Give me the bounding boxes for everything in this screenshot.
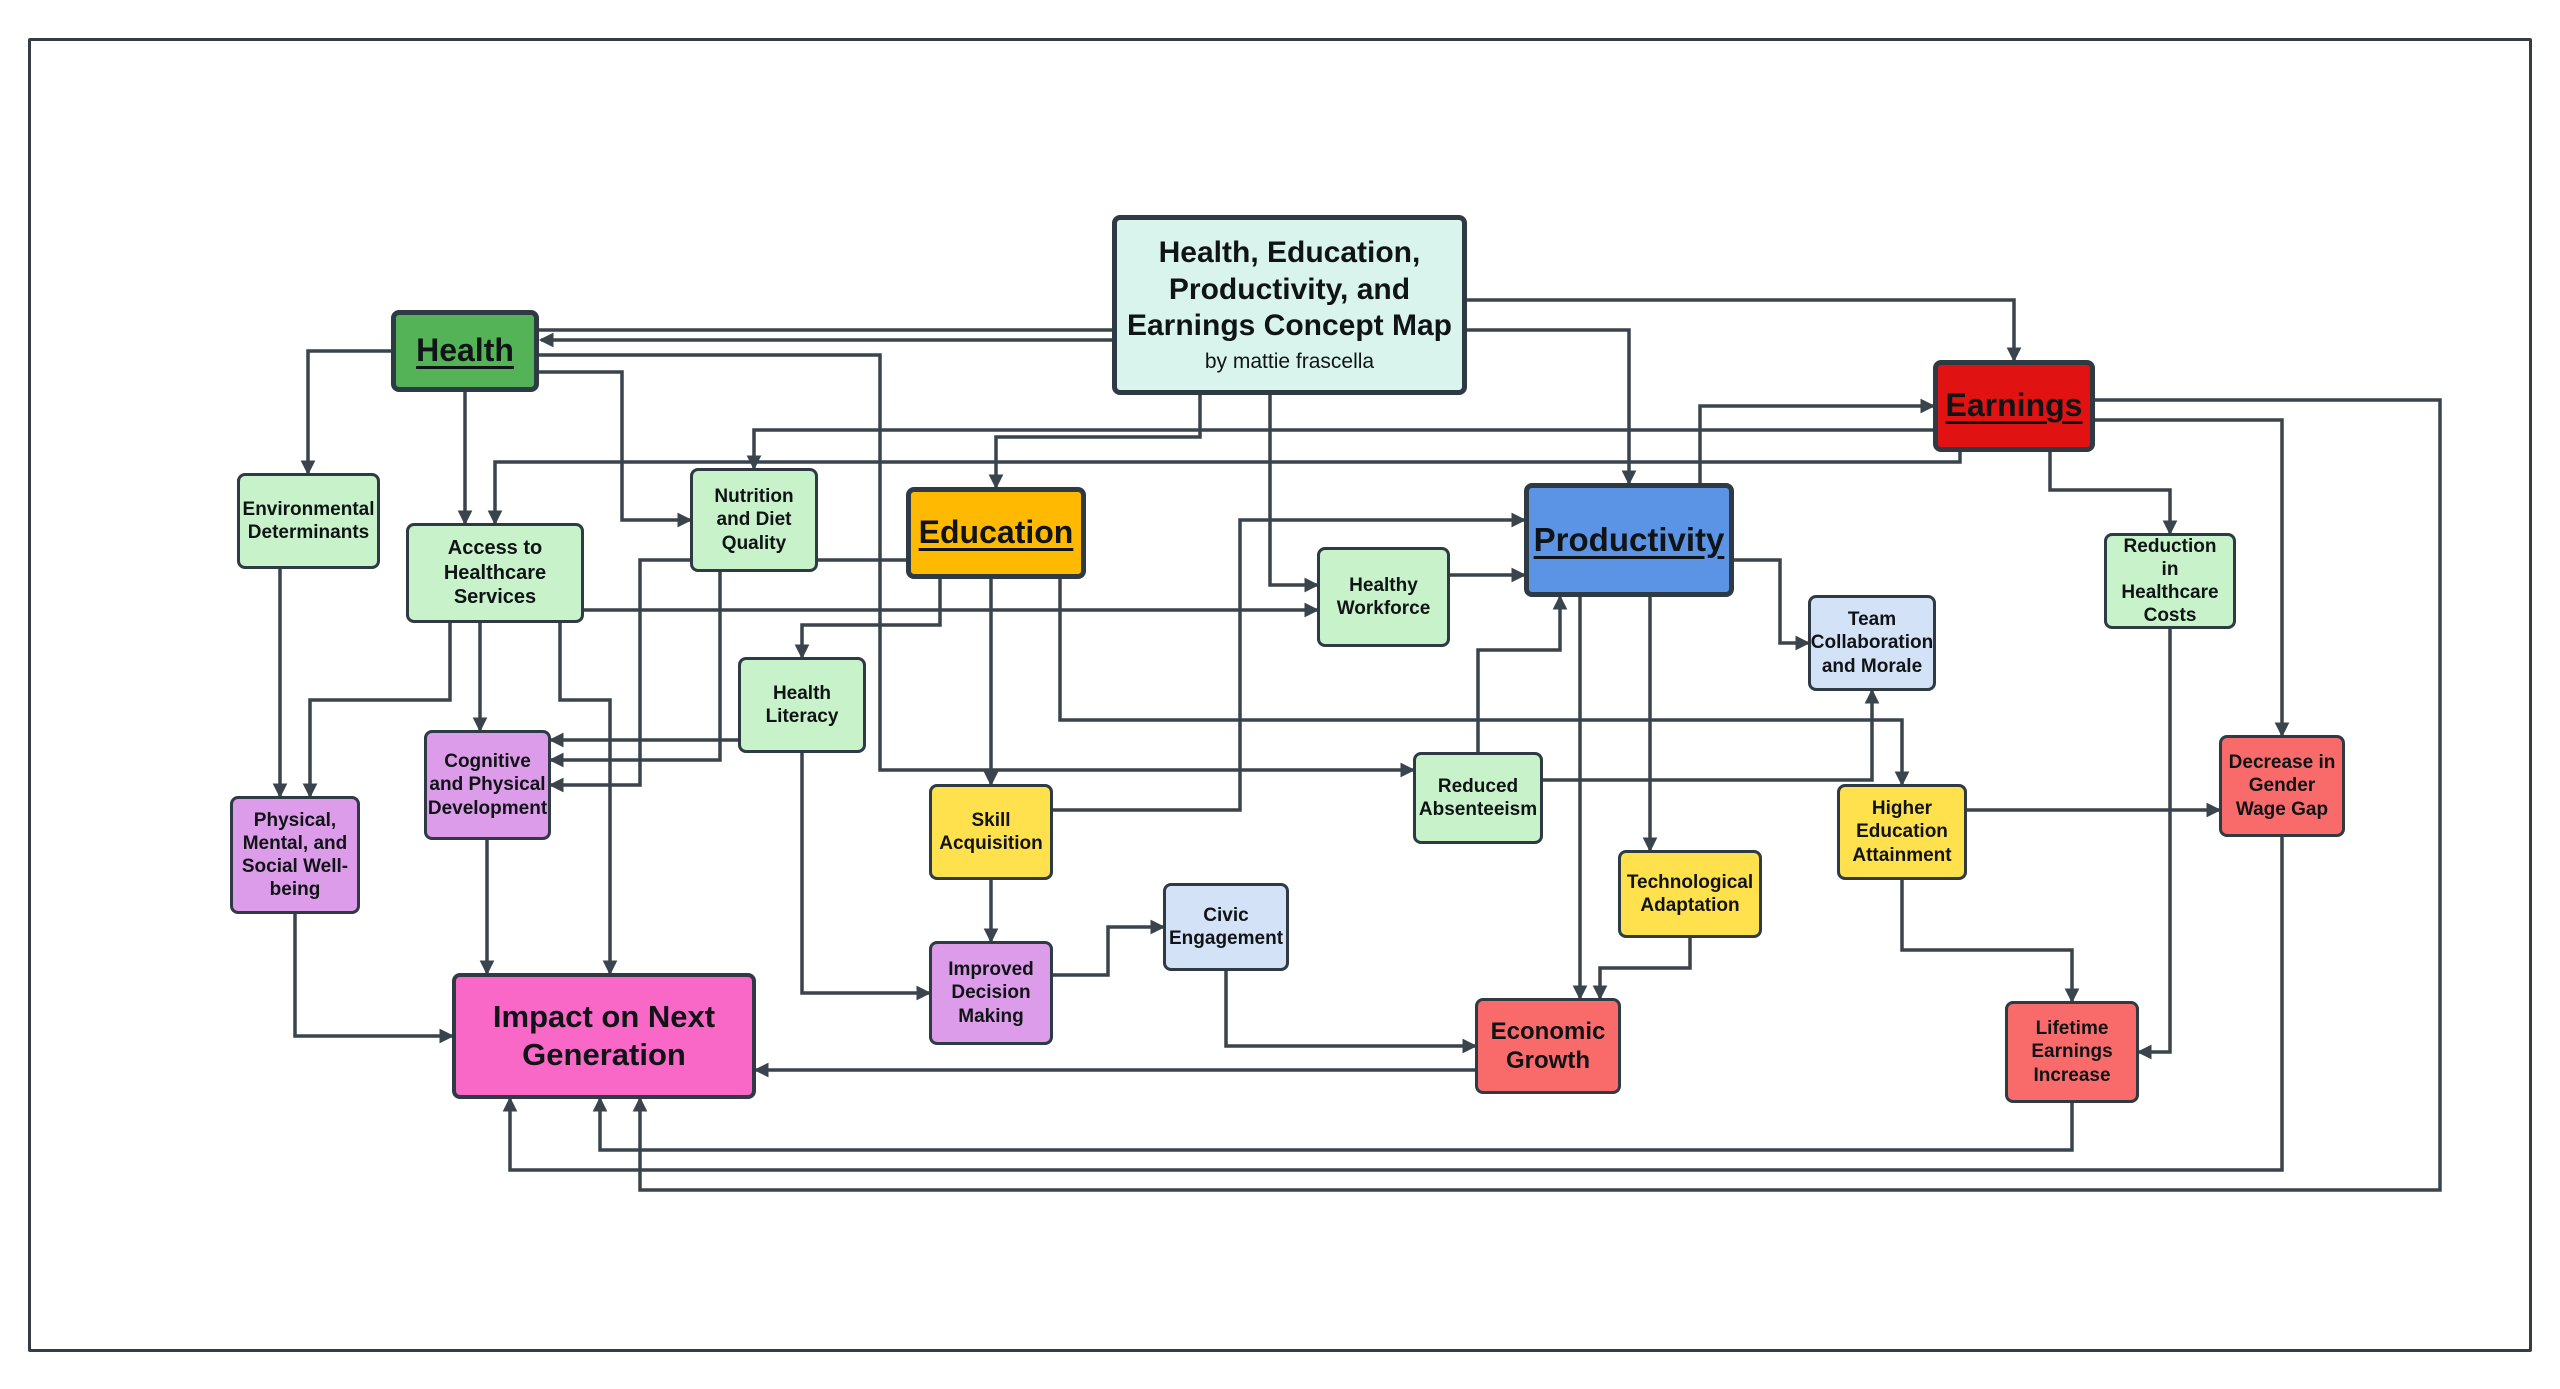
edge-title-to-earnings xyxy=(1467,298,2022,363)
node-impact_next_gen-label: Impact on Next Generation xyxy=(492,999,716,1072)
node-gender_wage_gap: Decrease in Gender Wage Gap xyxy=(2219,735,2345,837)
edge-reduced_absenteeism-to-productivity xyxy=(1476,594,1568,752)
node-env_determinants: Environmental Determinants xyxy=(237,473,380,569)
node-skill_acquisition: Skill Acquisition xyxy=(929,784,1053,880)
node-earnings-label: Earnings xyxy=(1945,387,2083,424)
edge-title-to-education xyxy=(988,395,1202,490)
node-reduction_healthcare_costs-label: Reduction in Healthcare Costs xyxy=(2121,535,2219,627)
node-wellbeing-label: Physical, Mental, and Social Well-being xyxy=(241,809,349,901)
edge-health-to-reduced_absenteeism xyxy=(539,353,1416,778)
node-reduced_absenteeism: Reduced Absenteeism xyxy=(1413,752,1543,844)
edge-productivity-to-earnings xyxy=(1698,398,1936,483)
node-team_collab: Team Collaboration and Morale xyxy=(1808,595,1936,691)
edge-access_healthcare-to-impact_next_gen xyxy=(558,623,618,976)
edge-productivity-to-team_collab xyxy=(1734,558,1811,651)
edge-earnings-to-impact_next_gen xyxy=(632,398,2442,1192)
edge-reduced_absenteeism-to-team_collab xyxy=(1543,688,1880,782)
node-env_determinants-label: Environmental Determinants xyxy=(242,498,375,543)
node-higher_ed: Higher Education Attainment xyxy=(1837,784,1967,880)
edge-skill_acquisition-to-productivity xyxy=(1053,512,1527,812)
edge-nutrition-to-cognitive_dev xyxy=(548,572,722,768)
edge-wellbeing-to-impact_next_gen xyxy=(293,914,455,1044)
edge-earnings-to-gender_wage_gap xyxy=(2095,418,2290,738)
node-title: Health, Education, Productivity, and Ear… xyxy=(1112,215,1467,395)
edge-higher_ed-to-lifetime_earnings xyxy=(1900,880,2080,1004)
node-access_healthcare-label: Access to Healthcare Services xyxy=(443,537,547,609)
edge-access_healthcare-to-wellbeing xyxy=(302,623,452,799)
outer-frame xyxy=(28,38,2532,1352)
node-nutrition: Nutrition and Diet Quality xyxy=(690,468,818,572)
edge-health-to-env_determinants xyxy=(300,349,391,476)
node-lifetime_earnings-label: Lifetime Earnings Increase xyxy=(2031,1018,2113,1086)
edge-earnings-to-reduction_healthcare_costs xyxy=(2048,452,2178,536)
node-improved_decision-label: Improved Decision Making xyxy=(948,959,1034,1027)
node-tech_adaptation-label: Technological Adaptation xyxy=(1626,871,1754,916)
node-nutrition-label: Nutrition and Diet Quality xyxy=(714,486,794,554)
node-education: Education xyxy=(906,487,1086,579)
node-higher_ed-label: Higher Education Attainment xyxy=(1852,798,1952,866)
node-health_literacy-label: Health Literacy xyxy=(765,682,839,727)
node-impact_next_gen: Impact on Next Generation xyxy=(452,973,756,1099)
node-healthy_workforce-label: Healthy Workforce xyxy=(1336,574,1431,619)
edge-tech_adaptation-to-economic_growth xyxy=(1592,938,1692,1001)
node-health: Health xyxy=(391,310,539,392)
node-title-label: Health, Education, Productivity, and Ear… xyxy=(1126,236,1453,343)
node-earnings: Earnings xyxy=(1933,360,2095,452)
node-reduction_healthcare_costs: Reduction in Healthcare Costs xyxy=(2104,533,2236,629)
node-cognitive_dev-label: Cognitive and Physical Development xyxy=(427,751,548,819)
node-improved_decision: Improved Decision Making xyxy=(929,941,1053,1045)
edge-gender_wage_gap-to-impact_next_gen xyxy=(502,837,2284,1172)
edge-title-to-productivity xyxy=(1467,328,1637,486)
node-health_literacy: Health Literacy xyxy=(738,657,866,753)
node-education-label: Education xyxy=(918,514,1074,551)
node-health-label: Health xyxy=(416,332,514,369)
edge-earnings-to-access_healthcare xyxy=(487,452,1962,526)
node-healthy_workforce: Healthy Workforce xyxy=(1317,547,1450,647)
node-access_healthcare: Access to Healthcare Services xyxy=(406,523,584,623)
node-productivity: Productivity xyxy=(1524,483,1734,597)
edge-education-to-higher_ed xyxy=(1058,579,1910,787)
node-skill_acquisition-label: Skill Acquisition xyxy=(939,809,1043,854)
node-economic_growth-label: Economic Growth xyxy=(1490,1017,1606,1074)
edge-health_literacy-to-improved_decision xyxy=(800,753,932,1001)
edge-reduction_healthcare_costs-to-lifetime_earnings xyxy=(2136,629,2172,1060)
node-title-sublabel: by mattie frascella xyxy=(1204,350,1375,374)
edge-earnings-to-nutrition xyxy=(746,428,1933,471)
node-team_collab-label: Team Collaboration and Morale xyxy=(1810,609,1934,677)
node-productivity-label: Productivity xyxy=(1533,520,1725,558)
node-wellbeing: Physical, Mental, and Social Well-being xyxy=(230,796,360,914)
edge-civic_engagement-to-economic_growth xyxy=(1224,971,1478,1054)
node-economic_growth: Economic Growth xyxy=(1475,998,1621,1094)
node-cognitive_dev: Cognitive and Physical Development xyxy=(424,730,551,840)
edge-education-to-health_literacy xyxy=(794,579,942,660)
node-civic_engagement: Civic Engagement xyxy=(1163,883,1289,971)
node-reduced_absenteeism-label: Reduced Absenteeism xyxy=(1418,775,1538,820)
edge-health-to-healthy_workforce xyxy=(539,328,1320,593)
node-lifetime_earnings: Lifetime Earnings Increase xyxy=(2005,1001,2139,1103)
node-tech_adaptation: Technological Adaptation xyxy=(1618,850,1762,938)
node-gender_wage_gap-label: Decrease in Gender Wage Gap xyxy=(2228,752,2336,820)
node-civic_engagement-label: Civic Engagement xyxy=(1169,904,1284,949)
edge-health-to-nutrition xyxy=(539,370,693,528)
edge-improved_decision-to-civic_engagement xyxy=(1053,919,1166,977)
edge-lifetime_earnings-to-impact_next_gen xyxy=(592,1096,2074,1152)
